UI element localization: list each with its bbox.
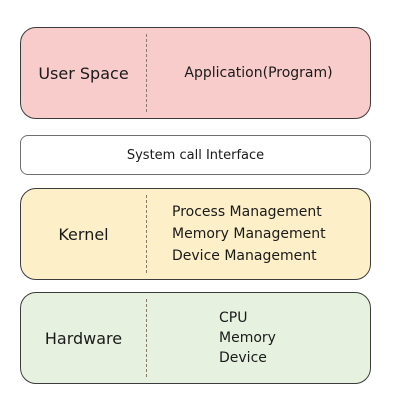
kernel-item-memory: Memory Management (172, 226, 326, 242)
system-call-interface: System call Interface (20, 135, 371, 175)
kernel-item-process: Process Management (172, 204, 322, 220)
hardware-item-device: Device (219, 350, 267, 366)
hardware-divider (146, 299, 147, 377)
kernel-layer: Kernel Process Management Memory Managem… (20, 188, 371, 280)
user-space-item-application: Application(Program) (184, 65, 333, 81)
system-call-interface-label: System call Interface (126, 147, 265, 163)
kernel-divider (146, 195, 147, 273)
kernel-label: Kernel (58, 224, 109, 244)
user-space-divider (146, 34, 147, 112)
kernel-item-device: Device Management (172, 248, 317, 264)
hardware-items: CPU Memory Device (219, 293, 370, 383)
hardware-item-cpu: CPU (219, 310, 248, 326)
hardware-layer: Hardware CPU Memory Device (20, 292, 371, 384)
hardware-item-memory: Memory (219, 330, 276, 346)
hardware-label: Hardware (44, 328, 123, 348)
user-space-layer: User Space Application(Program) (20, 27, 371, 119)
user-space-items: Application(Program) (147, 28, 370, 118)
kernel-items: Process Management Memory Management Dev… (172, 189, 370, 279)
user-space-label: User Space (38, 63, 129, 83)
